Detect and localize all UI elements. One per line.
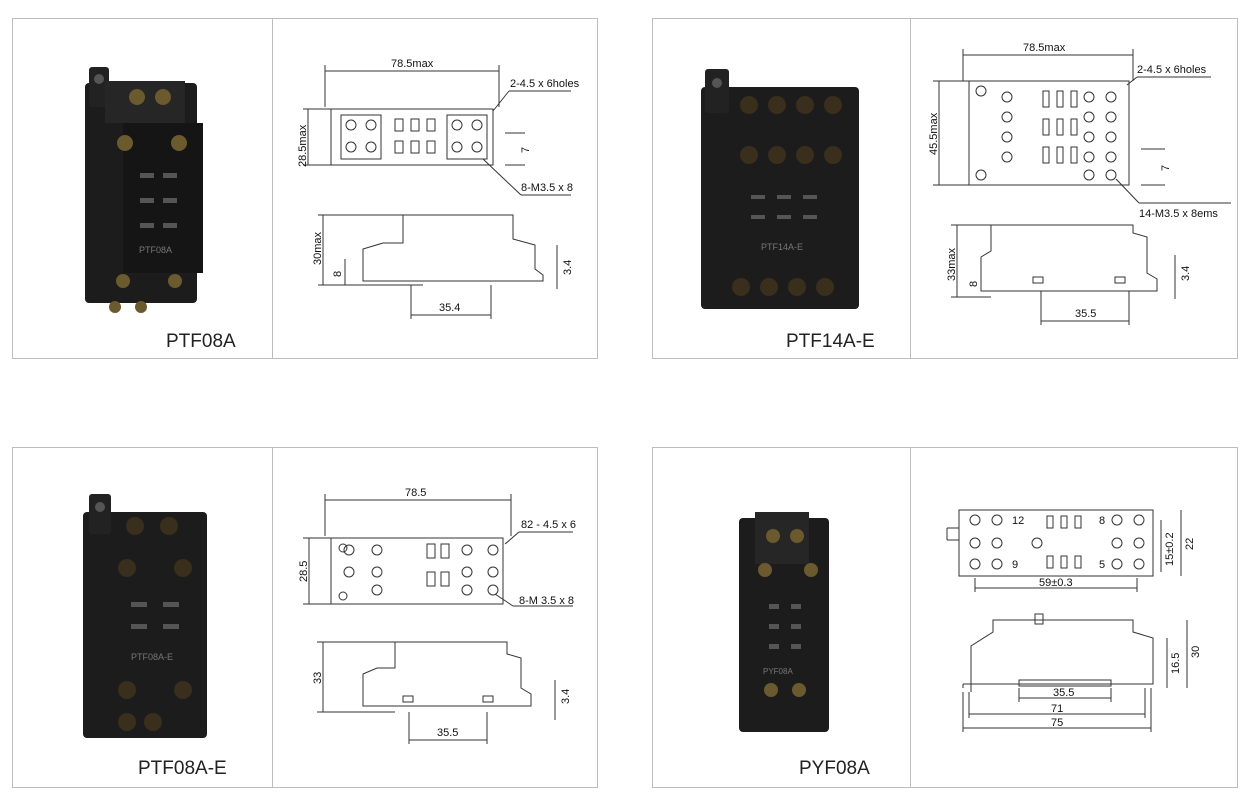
dim-holes: 82 - 4.5 x 6: [521, 519, 576, 531]
product-caption-ptf08a-e: PTF08A-E: [138, 758, 227, 779]
panel-divider: [272, 19, 273, 358]
socket-photo-pyf08a: PYF08A: [739, 512, 829, 732]
technical-drawing-ptf08a-e: 78.5 28.5 82 - 4.5 x 6 8-M 3.5 x 8 33 3.…: [298, 487, 576, 744]
dim-width-71: 71: [1051, 703, 1063, 715]
pin-8: 8: [1099, 515, 1105, 527]
dim-top-width: 78.5: [405, 487, 426, 499]
dim-top-height: 22: [1184, 538, 1196, 550]
pin-5: 5: [1099, 559, 1105, 571]
dim-rail-height: 3.4: [562, 260, 574, 275]
dim-rail-width: 35.5: [437, 727, 458, 739]
dim-side-inner: 16.5: [1170, 653, 1182, 674]
dim-screws: 8-M 3.5 x 8: [519, 595, 574, 607]
product-panel-ptf08a: PTF08A PTF08A 78.5max 28.5max 2-4: [12, 18, 598, 359]
product-panel-ptf08a-e: PTF08A-E PTF08A-E 78.5 28.5 82 - 4.5 x 6…: [12, 447, 598, 788]
product-panel-ptf14a-e: PTF14A-E PTF14A-E 78.5max 45.5max: [652, 18, 1238, 359]
product-caption-ptf14a-e: PTF14A-E: [786, 331, 875, 352]
dim-pitch: 7: [1160, 165, 1172, 171]
dim-rail-height: 3.4: [1180, 266, 1192, 281]
dim-holes: 2-4.5 x 6holes: [510, 78, 580, 90]
dim-rail-height: 3.4: [560, 689, 572, 704]
panel-divider: [910, 19, 911, 358]
photo-label-ptf14a-e: PTF14A-E: [761, 242, 803, 252]
technical-drawing-pyf08a: 12 8 9 5 59±0.3 15±0.2 22 16.5 30 35.5 7…: [946, 509, 1202, 732]
dim-top-height: 28.5max: [297, 124, 309, 167]
pin-9: 9: [1012, 559, 1018, 571]
photo-label-ptf08a-e: PTF08A-E: [131, 652, 173, 662]
dim-width-75: 75: [1051, 717, 1063, 729]
panel-divider: [910, 448, 911, 787]
product-caption-ptf08a: PTF08A: [166, 331, 236, 352]
product-panel-pyf08a: PYF08A PYF08A 12 8 9 5: [652, 447, 1238, 788]
socket-photo-ptf08a: PTF08A: [85, 67, 203, 313]
dim-holes: 2-4.5 x 6holes: [1137, 64, 1207, 76]
photo-label-ptf08a: PTF08A: [139, 245, 172, 255]
product-caption-pyf08a: PYF08A: [799, 758, 870, 779]
technical-drawing-ptf14a-e: 78.5max 45.5max 2-4.5 x 6holes 14-M3.5 x…: [928, 42, 1231, 325]
dim-rail-width: 35.4: [439, 302, 460, 314]
dim-inner-height: 15±0.2: [1164, 532, 1176, 566]
technical-drawing-ptf08a: 78.5max 28.5max 2-4.5 x 6holes 8-M3.5 x …: [297, 58, 580, 319]
dim-top-height: 45.5max: [928, 112, 940, 155]
dim-rail-width: 35.5: [1053, 687, 1074, 699]
dim-side-base: 8: [332, 271, 344, 277]
dim-top-width: 59±0.3: [1039, 577, 1073, 589]
dim-screws: 14-M3.5 x 8ems: [1139, 208, 1218, 220]
pin-12: 12: [1012, 515, 1024, 527]
dim-screws: 8-M3.5 x 8: [521, 182, 573, 194]
socket-photo-ptf14a-e: PTF14A-E: [701, 69, 859, 309]
photo-label-pyf08a: PYF08A: [763, 667, 793, 676]
dim-side-base: 8: [968, 281, 980, 287]
panel-divider: [272, 448, 273, 787]
dim-side-height: 30: [1190, 646, 1202, 658]
dim-top-width: 78.5max: [1023, 42, 1066, 54]
dim-top-height: 28.5: [298, 561, 310, 582]
dim-side-height: 33: [312, 672, 324, 684]
dim-pitch: 7: [520, 147, 532, 153]
dim-side-height: 33max: [946, 247, 958, 281]
dim-rail-width: 35.5: [1075, 308, 1096, 320]
socket-photo-ptf08a-e: PTF08A-E: [83, 494, 207, 738]
dim-side-height: 30max: [312, 231, 324, 265]
dim-top-width: 78.5max: [391, 58, 434, 70]
